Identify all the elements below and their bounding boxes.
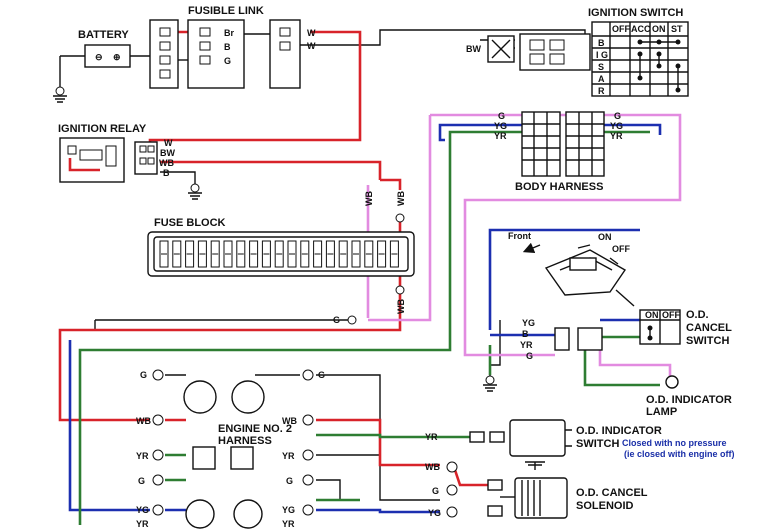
code-w-1: W xyxy=(307,28,316,38)
cancel-off-label: OFF xyxy=(662,310,680,320)
code-wb-v1: WB xyxy=(364,191,374,206)
fusible-link-label: FUSIBLE LINK xyxy=(188,5,264,17)
ign-row-a: A xyxy=(598,74,605,84)
engine-harness-line2: HARNESS xyxy=(218,435,272,447)
code-b-sw: B xyxy=(522,329,529,339)
ground-symbol-relay xyxy=(188,183,202,200)
code-g-bh-r: G xyxy=(614,111,621,121)
fusible-link: Br B G W W FUSIBLE LINK xyxy=(149,5,316,89)
code-yg-sw: YG xyxy=(522,318,535,328)
switch-on-label: ON xyxy=(598,232,612,242)
code-g-e1: G xyxy=(140,370,147,380)
od-indicator-switch: YR O.D. INDICATOR SWITCH Closed with no … xyxy=(425,419,735,466)
code-yg-e1: YG xyxy=(136,505,149,515)
code-yr-sw: YR xyxy=(520,340,533,350)
od-ind-switch-line1: O.D. INDICATOR xyxy=(576,425,662,437)
ignition-relay: W BW WB B IGNITION RELAY xyxy=(58,123,175,183)
ign-row-s: S xyxy=(598,62,604,72)
code-yr-e3: YR xyxy=(136,519,149,529)
od-solenoid-line2: SOLENOID xyxy=(576,500,634,512)
svg-text:⊕: ⊕ xyxy=(113,52,121,62)
od-cancel-switch: ON OFF O.D. CANCEL SWITCH xyxy=(639,309,732,347)
code-w-relay: W xyxy=(164,138,173,148)
code-wb-v2: WB xyxy=(396,191,406,206)
code-wb-e2: WB xyxy=(282,416,297,426)
code-yr-ind: YR xyxy=(425,432,438,442)
code-yr-e2: YR xyxy=(282,451,295,461)
engine-harness-line1: ENGINE NO. 2 xyxy=(218,423,292,435)
od-cancel-switch-line3: SWITCH xyxy=(686,335,729,347)
battery-label: BATTERY xyxy=(78,29,129,41)
ign-row-b: B xyxy=(598,38,605,48)
code-yg-bh-l: YG xyxy=(494,121,507,131)
ign-row-r: R xyxy=(598,86,605,96)
engine-harness-connectors: ENGINE NO. 2 HARNESS xyxy=(183,380,292,529)
code-g-fuse: G xyxy=(333,315,340,325)
code-wb-relay: WB xyxy=(159,158,174,168)
green-wires xyxy=(78,130,660,525)
body-harness: G YG YR G YG YR BODY HARNESS xyxy=(494,111,623,193)
od-cancel-solenoid: WB G YG O.D. CANCEL SOLENOID xyxy=(425,461,648,519)
ign-row-ig: I G xyxy=(596,50,608,60)
ign-col-on: ON xyxy=(652,24,666,34)
note-closed-line2: (ie closed with engine off) xyxy=(624,449,735,459)
od-indicator-lamp: O.D. INDICATOR LAMP xyxy=(646,375,732,418)
od-ind-switch-line2: SWITCH xyxy=(576,438,619,450)
od-switch-sketch: Front ON OFF xyxy=(508,231,635,307)
code-yr-e1: YR xyxy=(136,451,149,461)
od-lamp-line2: LAMP xyxy=(646,406,677,418)
code-wb-v3: WB xyxy=(396,299,406,314)
code-wb-e1: WB xyxy=(136,416,151,426)
blue-wires xyxy=(68,123,662,514)
code-g-sol: G xyxy=(432,486,439,496)
ignition-relay-label: IGNITION RELAY xyxy=(58,123,147,135)
body-harness-label: BODY HARNESS xyxy=(515,181,603,193)
front-label: Front xyxy=(508,231,531,241)
od-cancel-switch-line2: CANCEL xyxy=(686,322,732,334)
code-g-e2: G xyxy=(318,370,325,380)
code-yg-bh-r: YG xyxy=(610,121,623,131)
switch-off-label: OFF xyxy=(612,244,630,254)
code-yg-e2: YG xyxy=(282,505,295,515)
code-yr-bh-r: YR xyxy=(610,131,623,141)
code-b-relay: B xyxy=(163,168,170,178)
cancel-on-label: ON xyxy=(645,310,659,320)
od-cancel-switch-line1: O.D. xyxy=(686,309,709,321)
code-b: B xyxy=(224,42,231,52)
svg-text:⊖: ⊖ xyxy=(95,52,103,62)
od-lamp-line1: O.D. INDICATOR xyxy=(646,394,732,406)
code-yr-bh-l: YR xyxy=(494,131,507,141)
od-switch-connector: YG B YR G xyxy=(483,318,603,392)
code-g: G xyxy=(224,56,231,66)
code-bw-ign: BW xyxy=(466,44,481,54)
code-g-sw: G xyxy=(526,351,533,361)
code-g-e3: G xyxy=(138,476,145,486)
wb-vertical-labels: WB WB WB G xyxy=(333,191,406,325)
ign-col-off: OFF xyxy=(612,24,630,34)
code-wb-sol: WB xyxy=(425,462,440,472)
code-bw-relay: BW xyxy=(160,148,175,158)
ign-col-acc: ACC xyxy=(631,24,651,34)
ignition-switch: BW OFF ACC ON ST B I G S A R IGNITION SW… xyxy=(466,7,689,97)
note-closed-line1: Closed with no pressure xyxy=(622,438,727,448)
code-g-bh-l: G xyxy=(498,111,505,121)
battery: ⊖ ⊕ BATTERY xyxy=(78,29,155,68)
fuse-block: FUSE BLOCK xyxy=(147,217,415,277)
ign-col-st: ST xyxy=(671,24,683,34)
engine-side-codes: G G WB WB YR YR G G YG YG YR YR xyxy=(136,369,325,529)
ignition-switch-label: IGNITION SWITCH xyxy=(588,7,683,19)
code-yg-sol: YG xyxy=(428,508,441,518)
code-g-e4: G xyxy=(286,476,293,486)
code-yr-e4: YR xyxy=(282,519,295,529)
code-w-2: W xyxy=(307,41,316,51)
od-solenoid-line1: O.D. CANCEL xyxy=(576,487,648,499)
fuse-block-label: FUSE BLOCK xyxy=(154,217,226,229)
code-br: Br xyxy=(224,28,234,38)
ground-symbol-battery xyxy=(53,86,67,103)
